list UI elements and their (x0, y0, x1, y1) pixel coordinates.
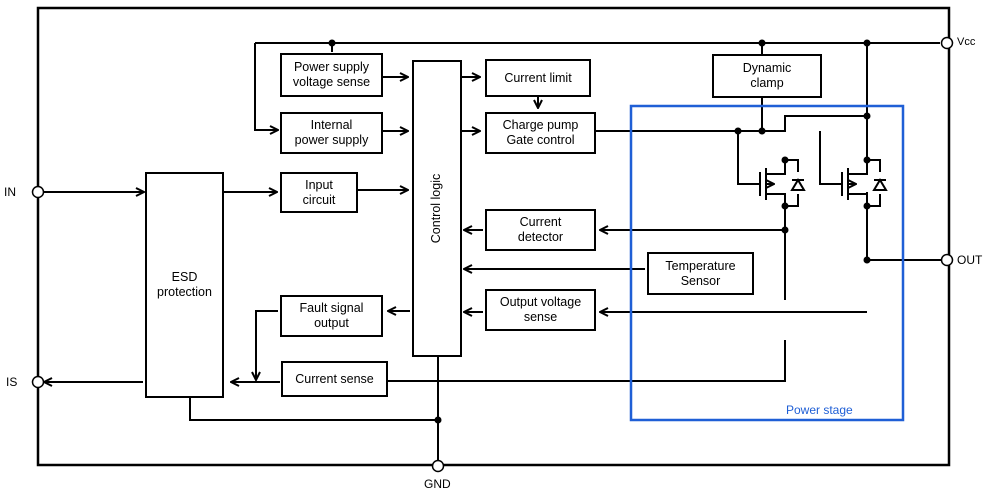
vcc-pin (940, 36, 954, 50)
is-pin (31, 375, 45, 389)
gnd-pin (431, 459, 445, 473)
out-pin (940, 253, 954, 267)
current-limit-block: Current limit (485, 59, 591, 97)
gnd-pin-label: GND (424, 477, 451, 491)
junction-dots (328, 39, 871, 424)
current-sense-block: Current sense (281, 361, 388, 397)
out-pin-label: OUT (957, 253, 983, 267)
esd-protection-block: ESD protection (145, 172, 224, 398)
control-logic-block: Control logic (412, 60, 462, 357)
fault-signal-output-block: Fault signal output (280, 295, 383, 337)
mosfet-2-symbol (841, 159, 888, 207)
temperature-sensor-block: Temperature Sensor (647, 252, 754, 295)
power-stage-label: Power stage (786, 403, 853, 417)
dynamic-clamp-block: Dynamic clamp (712, 54, 822, 98)
chip-outline (36, 6, 951, 467)
internal-power-supply-block: Internal power supply (280, 112, 383, 154)
power-stage-region (629, 104, 905, 422)
vcc-pin-label: Vcc (957, 36, 976, 48)
in-pin-label: IN (4, 185, 16, 199)
input-circuit-block: Input circuit (280, 172, 358, 213)
in-pin (31, 185, 45, 199)
is-pin-label: IS (6, 375, 18, 389)
control-logic-label: Control logic (429, 173, 444, 244)
current-detector-block: Current detector (485, 209, 596, 251)
mosfet-1-symbol (759, 159, 806, 300)
output-voltage-sense-block: Output voltage sense (485, 289, 596, 331)
power-supply-voltage-sense-block: Power supply voltage sense (280, 53, 383, 97)
charge-pump-gate-control-block: Charge pump Gate control (485, 112, 596, 154)
